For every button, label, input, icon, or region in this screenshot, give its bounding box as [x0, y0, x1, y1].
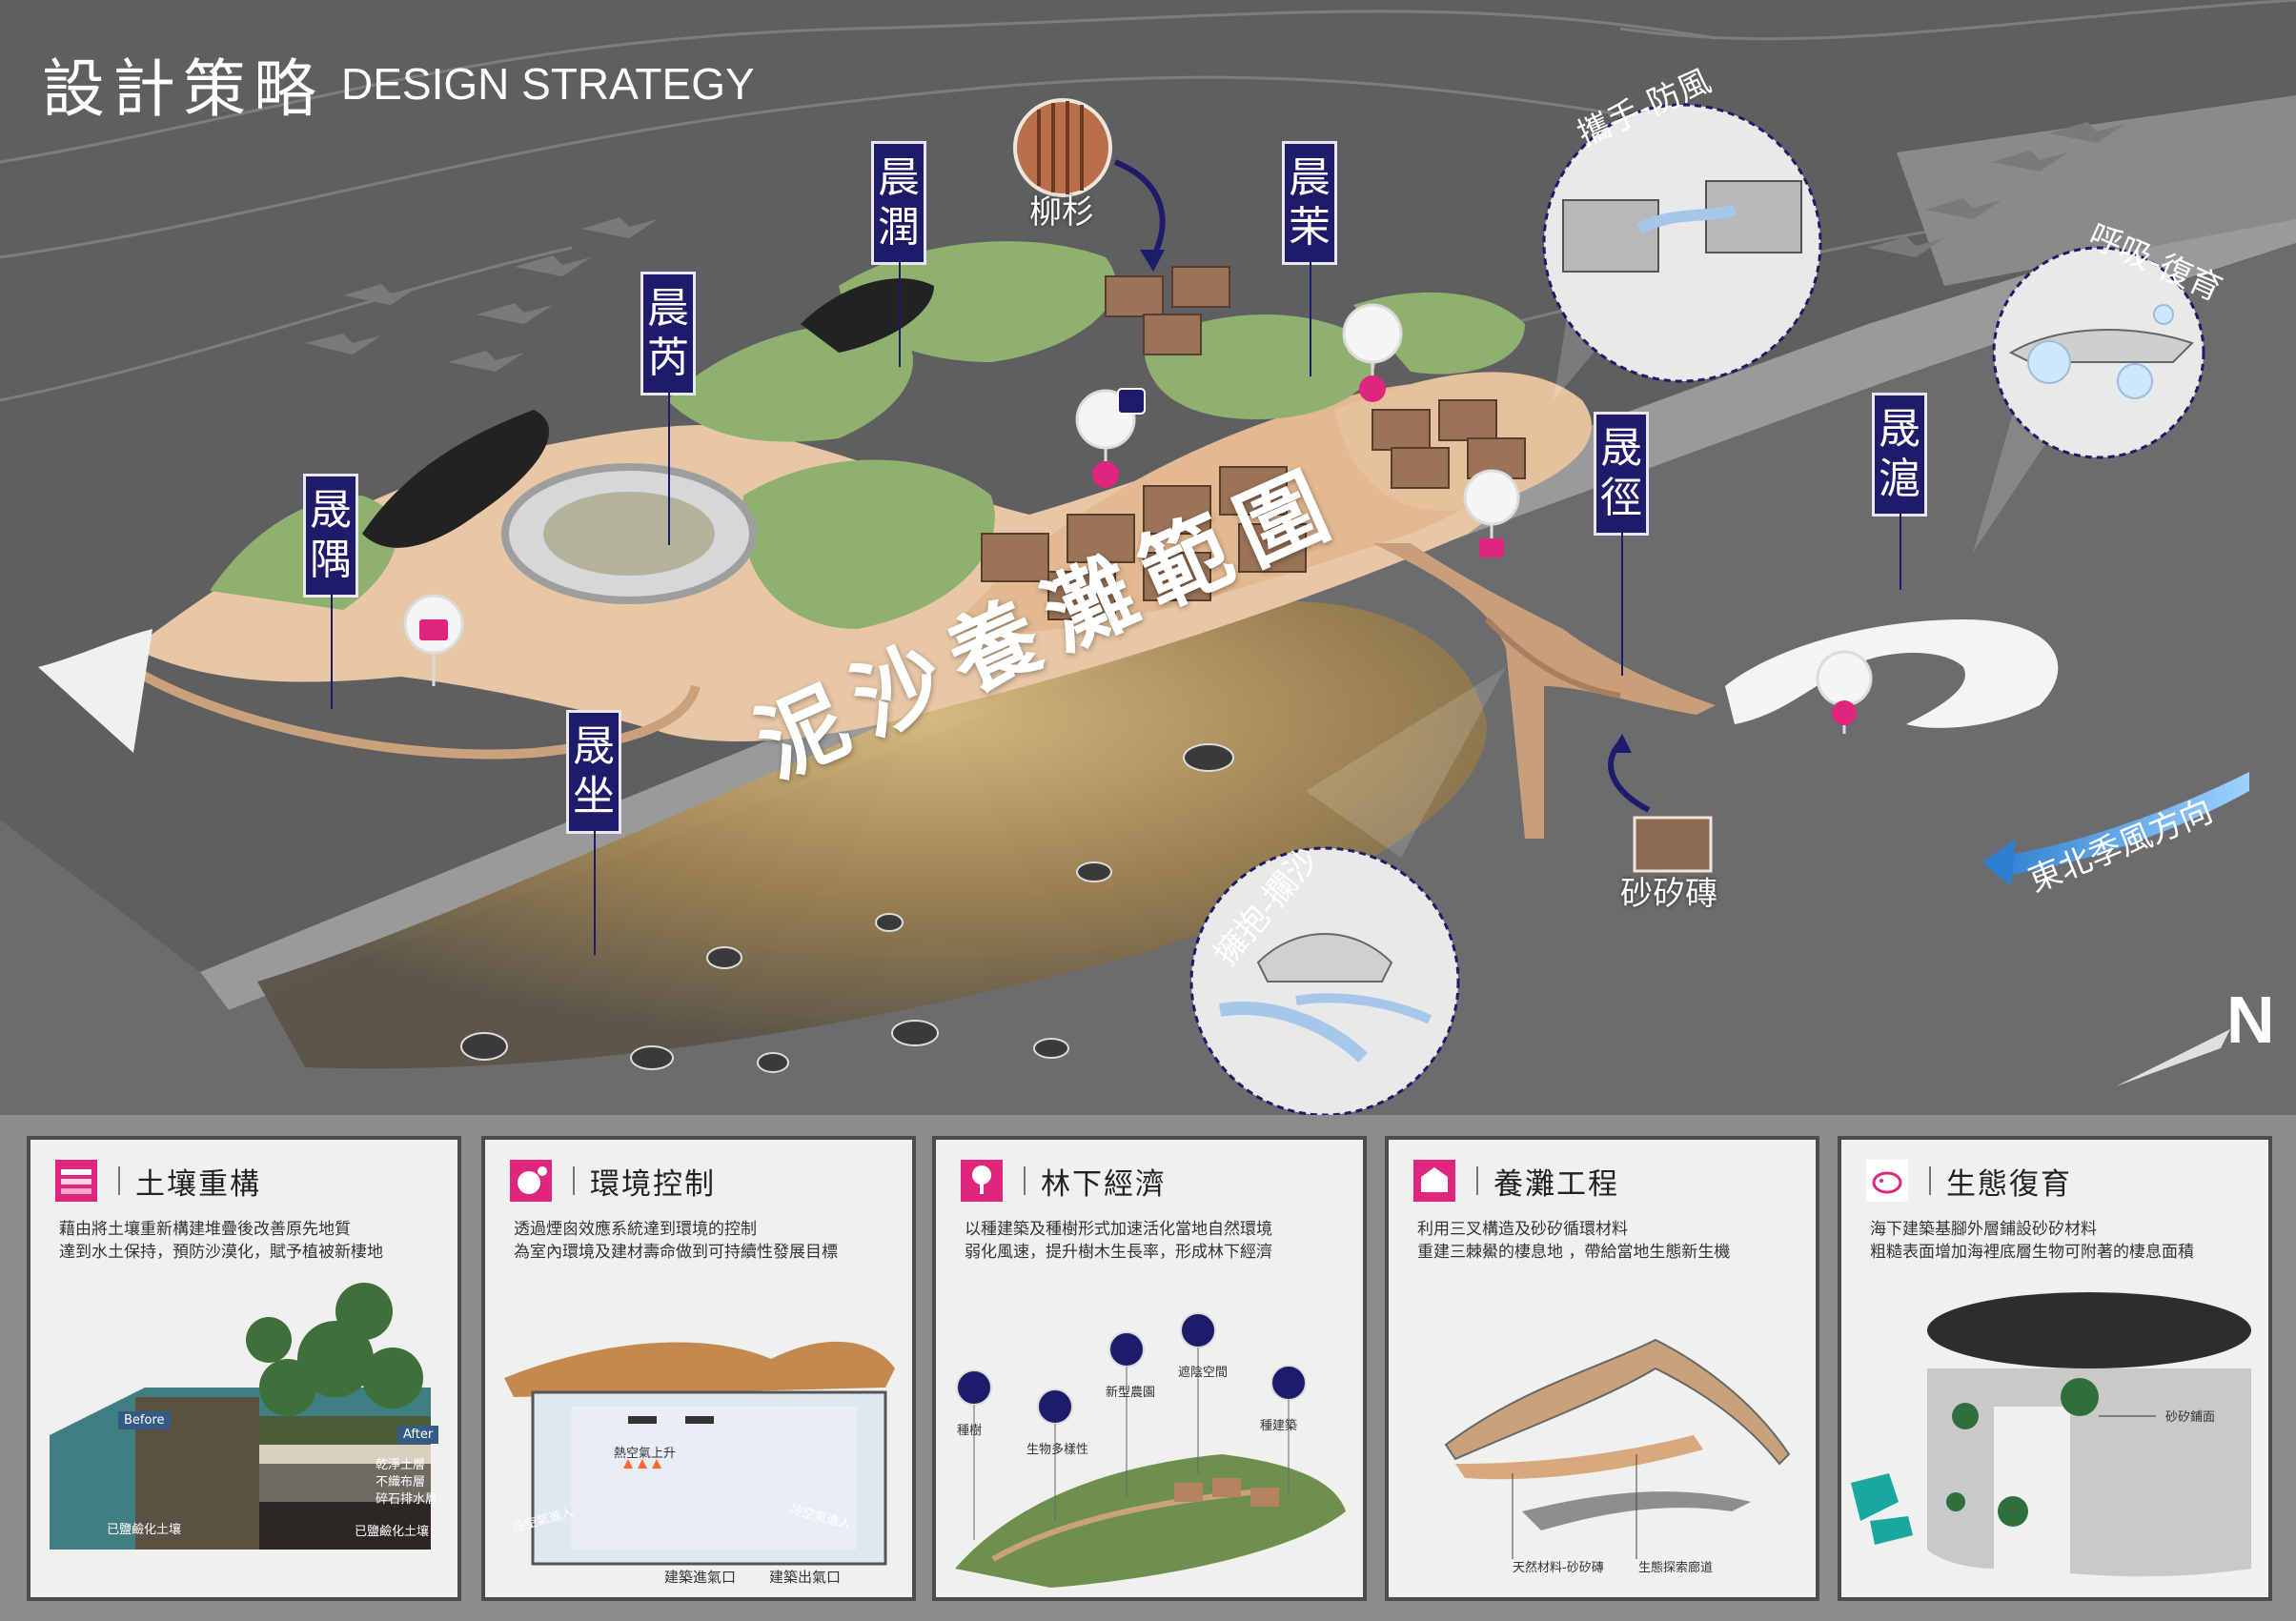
note-plant-trees: 種樹: [957, 1424, 983, 1438]
forest-economy-icon: [961, 1160, 1003, 1202]
label-brick: 砂矽磚: [1620, 875, 1717, 913]
zone-tag-sheng-yu: 晟隅: [303, 474, 358, 709]
note-biodiversity: 生物多樣性: [1026, 1443, 1089, 1457]
page-title: 設計策略 DESIGN STRATEGY: [42, 38, 755, 130]
panel-description: 透過煙囪效應系統達到環境的控制 為室內環境及建材壽命做到可持續性發展目標: [514, 1220, 838, 1262]
note-eco-corridor: 生態探索廊道: [1638, 1561, 1714, 1575]
trident-structure-illustration: [1444, 1338, 1791, 1559]
note-air-inlet: 建築進氣口: [664, 1569, 737, 1586]
panel-soil-reconstruction: 土壤重構 藉由將土壤重新構建堆疊後改善原先地質 達到水土保持，預防沙漠化，賦予植…: [27, 1136, 461, 1601]
panel-title: 生態復育: [1946, 1166, 2072, 1202]
zone-tag-sheng-hu: 晟滬: [1872, 393, 1927, 590]
note-after: After: [397, 1426, 439, 1444]
note-before: Before: [118, 1411, 171, 1429]
panel-environment-control: 環境控制 透過煙囪效應系統達到環境的控制 為室內環境及建材壽命做到可持續性發展目…: [481, 1136, 916, 1601]
note-gravel: 碎石排水層: [376, 1492, 438, 1507]
chimney-effect-illustration: [504, 1341, 895, 1566]
panel-eco-restoration: 生態復育 海下建築基腳外層鋪設砂矽材料 粗糙表面增加海裡底層生物可附著的棲息面積…: [1838, 1136, 2272, 1601]
soil-layers-icon: [55, 1160, 97, 1202]
label-cedar: 柳杉: [1029, 193, 1094, 232]
panel-description: 藉由將土壤重新構建堆疊後改善原先地質 達到水土保持，預防沙漠化，賦予植被新棲地: [59, 1220, 383, 1262]
note-natural-material: 天然材料-砂矽磚: [1513, 1561, 1604, 1575]
zone-tag-chen-mo: 晨茉: [1282, 141, 1337, 376]
note-sand-surface: 砂矽鋪面: [2165, 1410, 2216, 1425]
note-new-farm: 新型農園: [1106, 1386, 1156, 1400]
note-plant-buildings: 種建築: [1260, 1419, 1298, 1433]
title-en: DESIGN STRATEGY: [341, 59, 755, 109]
note-clean-soil: 乾淨土層: [376, 1458, 426, 1472]
zone-tag-chen-run: 晨潤: [871, 141, 926, 367]
beach-nourish-icon: [1413, 1160, 1455, 1202]
panel-description: 以種建築及種樹形式加速活化當地自然環境 弱化風速，提升樹木生長率，形成林下經濟: [965, 1220, 1272, 1262]
panel-title: 環境控制: [590, 1166, 716, 1202]
zone-tag-chen-rui: 晨芮: [640, 272, 696, 545]
note-saline-soil: 已鹽鹼化土壤: [107, 1523, 182, 1537]
eco-restore-icon: [1866, 1160, 1908, 1202]
foundation-surface-illustration: [1851, 1292, 2251, 1577]
zone-tag-sheng-zuo: 晟坐: [566, 710, 621, 955]
environment-control-icon: [510, 1160, 552, 1202]
note-shade-space: 遮陰空間: [1178, 1366, 1229, 1380]
forest-economy-illustration: [955, 1312, 1346, 1588]
panel-forest-economy: 林下經濟 以種建築及種樹形式加速活化當地自然環境 弱化風速，提升樹木生長率，形成…: [932, 1136, 1367, 1601]
panel-beach-nourishment: 養灘工程 利用三叉構造及砂矽循環材料 重建三棘鱟的棲息地 ，帶給當地生態新生機 …: [1385, 1136, 1819, 1601]
strategy-panels: 土壤重構 藉由將土壤重新構建堆疊後改善原先地質 達到水土保持，預防沙漠化，賦予植…: [0, 1115, 2296, 1621]
soil-section-illustration: [50, 1283, 431, 1550]
zone-tag-sheng-jing: 晟徑: [1594, 412, 1649, 676]
site-plan-map: [0, 0, 2296, 1115]
panel-title: 林下經濟: [1041, 1166, 1167, 1202]
note-geotextile: 不織布層: [376, 1475, 426, 1489]
panel-title: 養灘工程: [1493, 1166, 1619, 1202]
panel-description: 利用三叉構造及砂矽循環材料 重建三棘鱟的棲息地 ，帶給當地生態新生機: [1417, 1220, 1731, 1262]
title-zh: 設計策略: [42, 52, 324, 126]
north-arrow-label: N: [2226, 983, 2275, 1057]
note-hot-air: 熱空氣上升: [614, 1447, 677, 1461]
panel-title: 土壤重構: [135, 1166, 261, 1202]
panel-description: 海下建築基腳外層鋪設砂矽材料 粗糙表面增加海裡底層生物可附著的棲息面積: [1870, 1220, 2194, 1262]
note-saline-soil-2: 已鹽鹼化土壤: [355, 1525, 430, 1539]
note-air-outlet: 建築出氣口: [769, 1569, 842, 1586]
